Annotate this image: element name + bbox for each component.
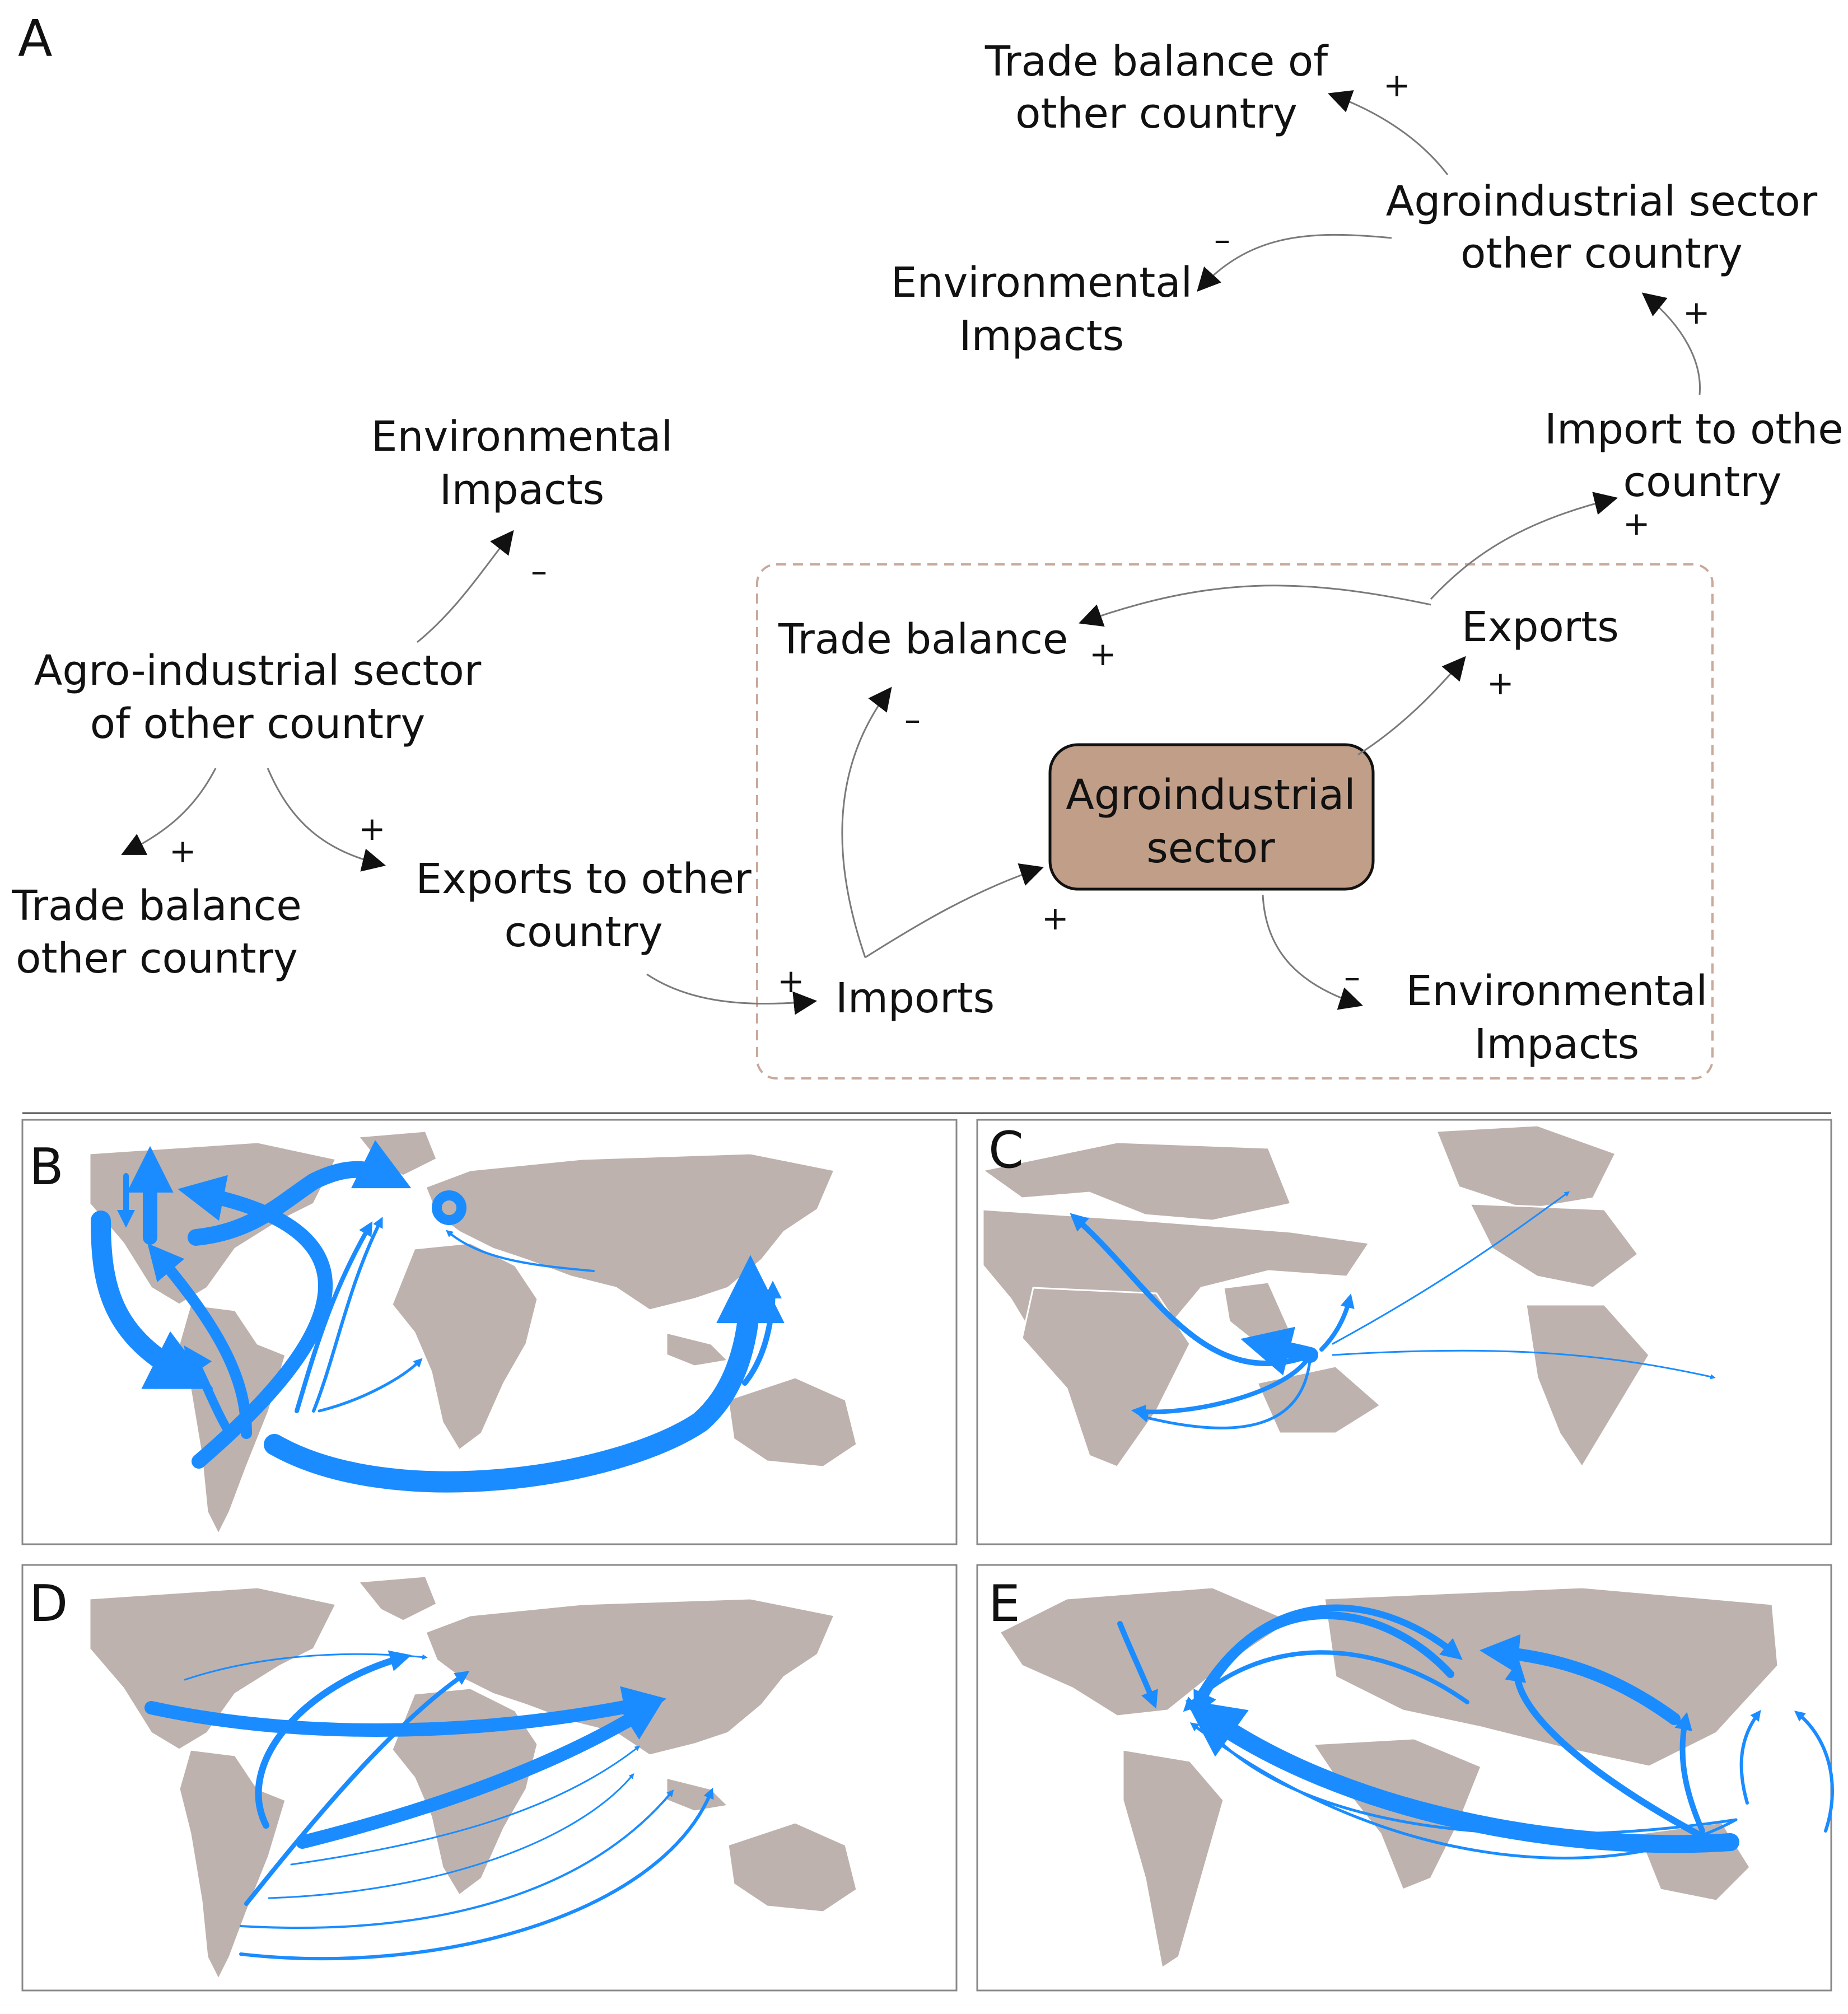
trade-other-left-line2: other country <box>16 934 298 983</box>
env-main-line2: Impacts <box>1474 1020 1639 1068</box>
exports-label: Exports <box>1462 603 1619 651</box>
panel-c-map <box>976 1119 1832 1545</box>
sign-import-other-agro: + <box>1683 293 1710 331</box>
env-right-line1: Environmental <box>891 259 1192 307</box>
env-main-line1: Environmental <box>1406 967 1707 1015</box>
sign-exports-other-imports: + <box>777 962 805 1000</box>
agro-other-left-line2: of other country <box>90 700 426 748</box>
trade-other-right-line1: Trade balance of <box>984 38 1329 86</box>
central-line2: sector <box>1146 824 1275 872</box>
agroindustrial-sector-node: Agroindustrial sector <box>1048 743 1375 891</box>
agro-other-left-line1: Agro-industrial sector <box>34 647 482 695</box>
env-left-line2: Impacts <box>440 466 604 514</box>
panel-label-a: A <box>18 10 53 68</box>
panel-label-b: B <box>29 1138 64 1197</box>
sign-exports-import-other: + <box>1623 504 1650 543</box>
causal-links <box>121 90 1701 1015</box>
link-signs: + – + + – + + + – – + + + <box>169 66 1710 1000</box>
env-left-line1: Environmental <box>371 413 673 461</box>
imports-label: Imports <box>836 974 995 1022</box>
sign-agro-exports-other: + <box>358 810 386 848</box>
sign-imports-sector: + <box>1042 899 1069 937</box>
sign-agro-env-right: – <box>1214 221 1230 259</box>
trade-other-left-line1: Trade balance <box>11 882 301 930</box>
sign-imports-trade: – <box>904 700 921 739</box>
agro-other-right-line2: other country <box>1460 230 1743 278</box>
panel-e-map <box>976 1564 1834 1992</box>
import-other-line1: Import to othe <box>1544 405 1844 454</box>
panel-b-map <box>21 1119 958 1545</box>
exports-other-line1: Exports to other <box>416 855 752 903</box>
panel-label-c: C <box>988 1121 1024 1180</box>
sign-agro-trade-left: + <box>169 832 197 870</box>
sign-agro-trade-other: + <box>1383 66 1411 104</box>
trade-other-right-line2: other country <box>1015 90 1298 138</box>
sign-exports-trade: + <box>1089 635 1117 673</box>
import-other-line2: country <box>1623 458 1782 506</box>
trade-balance-label: Trade balance <box>778 615 1068 663</box>
panel-d-map <box>21 1564 958 1992</box>
env-right-line2: Impacts <box>959 312 1124 360</box>
sign-sector-env: – <box>1344 958 1360 996</box>
agro-other-right-line1: Agroindustrial sector <box>1386 177 1818 226</box>
sign-agro-env-left: – <box>531 552 547 590</box>
panel-label-d: D <box>29 1574 68 1633</box>
system-boundary <box>756 563 1714 1080</box>
panel-label-e: E <box>988 1574 1020 1633</box>
central-line1: Agroindustrial <box>1066 771 1355 819</box>
exports-other-line2: country <box>505 908 663 956</box>
sign-sector-exports: + <box>1487 664 1514 702</box>
